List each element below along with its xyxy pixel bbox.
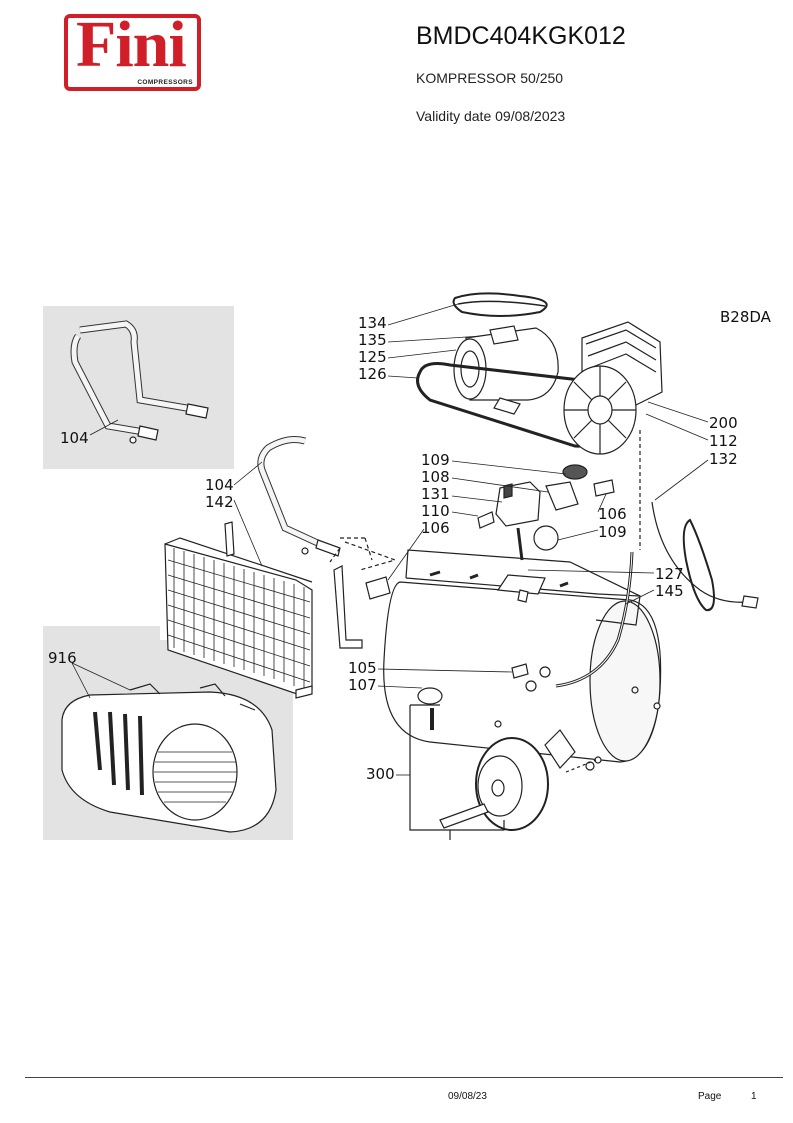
- handle-part-icon-2: [257, 436, 373, 563]
- callout-127: 127: [655, 565, 684, 583]
- callout-106-right: 106: [598, 505, 627, 523]
- logo-brand: Fini: [76, 8, 187, 81]
- pressure-switch-icon: [365, 464, 615, 603]
- fini-logo: Fini COMPRESSORS: [64, 8, 201, 91]
- footer-date: 09/08/23: [448, 1091, 487, 1102]
- pump-model-label: B28DA: [720, 308, 772, 326]
- electric-motor-icon: [453, 325, 559, 415]
- callout-109-bottom: 109: [598, 523, 627, 541]
- callout-300: 300: [366, 765, 395, 783]
- callout-134: 134: [358, 314, 387, 332]
- callout-125: 125: [358, 348, 387, 366]
- logo-tagline: COMPRESSORS: [137, 79, 193, 86]
- callout-126: 126: [358, 365, 387, 383]
- callout-110: 110: [421, 502, 450, 520]
- callout-142: 142: [205, 493, 234, 511]
- exploded-parts-diagram: 134 135 125 126 B28DA 200 112 132 109 10…: [43, 292, 772, 840]
- leader-lines: [71, 303, 709, 776]
- callout-107: 107: [348, 676, 377, 694]
- document-code: BMDC404KGK012: [416, 22, 626, 50]
- cable-bundle-icon: [452, 292, 548, 317]
- pump-head-icon: [563, 321, 663, 455]
- callout-131: 131: [421, 485, 450, 503]
- callout-145: 145: [655, 582, 684, 600]
- footer-page-label: Page: [698, 1091, 722, 1102]
- handle-part-icon: [70, 320, 209, 444]
- callout-112: 112: [709, 432, 738, 450]
- callout-916: 916: [48, 649, 77, 667]
- callout-200: 200: [709, 414, 738, 432]
- callout-109-top: 109: [421, 451, 450, 469]
- footer-divider: [25, 1077, 783, 1078]
- bracket-icon: [333, 565, 363, 649]
- callout-104: 104: [205, 476, 234, 494]
- fin-guard-icon: [164, 521, 313, 699]
- fan-cover-icon: [61, 683, 277, 833]
- callout-105: 105: [348, 659, 377, 677]
- callout-135: 135: [358, 331, 387, 349]
- callout-104-panel: 104: [60, 429, 89, 447]
- wheel-kit-icon: [409, 687, 549, 840]
- callout-132: 132: [709, 450, 738, 468]
- power-cord-icon: [651, 501, 749, 603]
- validity-date: Validity date 09/08/2023: [416, 108, 566, 124]
- footer-page-number: 1: [751, 1091, 757, 1102]
- product-name: KOMPRESSOR 50/250: [416, 70, 564, 86]
- callout-108: 108: [421, 468, 450, 486]
- callout-106-left: 106: [421, 519, 450, 537]
- air-tank-icon: [383, 549, 662, 769]
